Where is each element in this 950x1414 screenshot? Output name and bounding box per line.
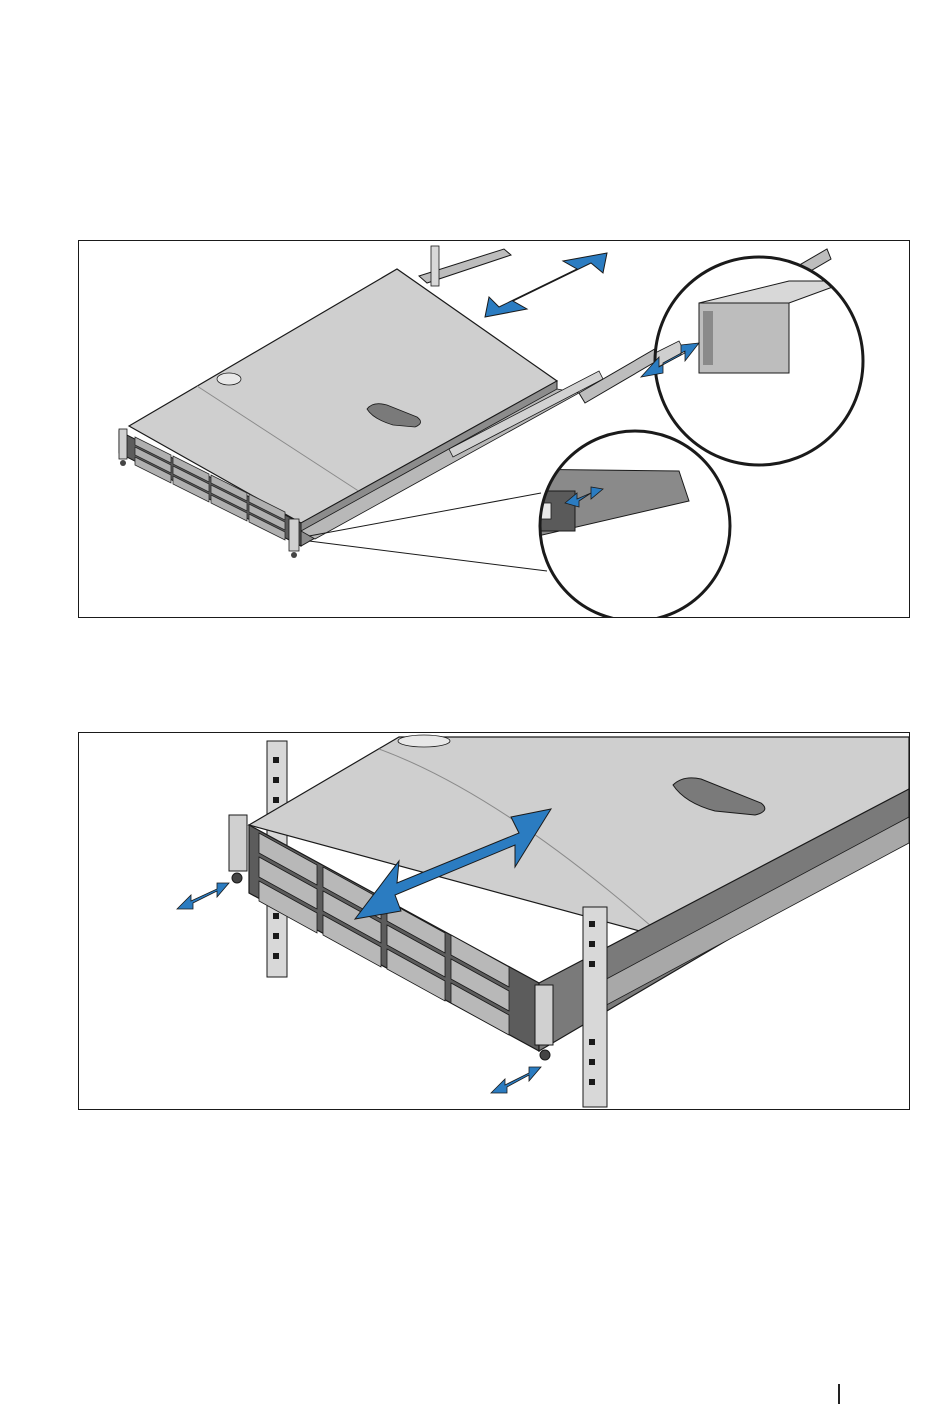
rack-rail-far (419, 246, 511, 286)
double-arrow-icon (485, 253, 607, 317)
illustration-server-into-rails (79, 241, 909, 617)
rack-post-right (583, 907, 607, 1107)
illustration-server-in-rack (79, 733, 909, 1109)
magnifier-callout-release-latch (484, 431, 739, 617)
figure-rack-seating (78, 732, 910, 1110)
server-chassis (229, 735, 909, 1060)
page-marker-rule (838, 1384, 840, 1404)
double-arrow-icon (491, 1067, 541, 1093)
figure-rail-installation (78, 240, 910, 618)
double-arrow-icon (177, 883, 229, 909)
